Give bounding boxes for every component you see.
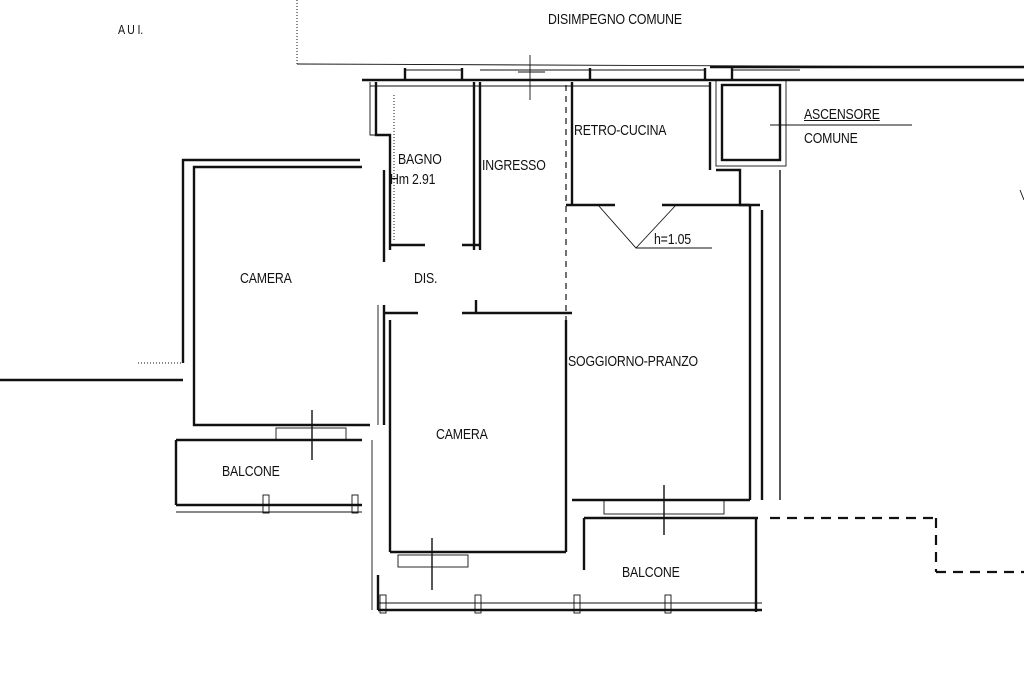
- apartment-top-wall: [362, 55, 1024, 100]
- ingresso-label: INGRESSO: [482, 157, 546, 174]
- disimpegno-comune-label: DISIMPEGNO COMUNE: [548, 11, 682, 28]
- bathroom-walls: [369, 82, 482, 250]
- retro-cucina-label: RETRO-CUCINA: [574, 122, 667, 139]
- left-balcony: [174, 410, 362, 514]
- elevator-shaft: [715, 79, 912, 167]
- bagno-label: BAGNO: [398, 151, 442, 168]
- left-bedroom-walls: [0, 158, 572, 427]
- aui-label: A U I.: [118, 22, 144, 37]
- balcone-right-label: BALCONE: [622, 564, 680, 581]
- building-edge-right: [779, 170, 1024, 500]
- ascensore-label: ASCENSORE: [804, 106, 880, 123]
- ascensore-comune-label: COMUNE: [804, 130, 858, 147]
- camera-left-label: CAMERA: [240, 270, 292, 287]
- living-room-walls: [572, 205, 764, 535]
- window-height-label: h=1.05: [654, 231, 691, 248]
- soggiorno-pranzo-label: SOGGIORNO-PRANZO: [568, 353, 698, 370]
- common-corridor-outline: [296, 0, 1024, 69]
- right-balcony: [376, 516, 1024, 614]
- balcone-left-label: BALCONE: [222, 463, 280, 480]
- center-bedroom-walls: [371, 320, 568, 610]
- camera-center-label: CAMERA: [436, 426, 488, 443]
- dis-label: DIS.: [414, 270, 438, 287]
- ceiling-height-label: Hm 2.91: [390, 171, 436, 188]
